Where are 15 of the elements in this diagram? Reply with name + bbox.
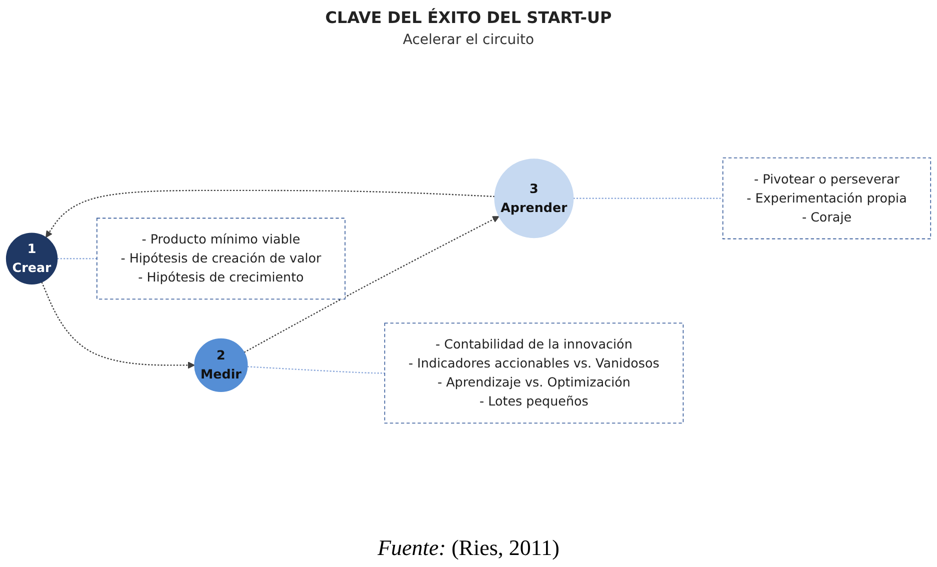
heading-text: CLAVE DEL ÉXITO DEL START-UP xyxy=(325,8,612,27)
node-circle: 2 Medir xyxy=(194,338,248,392)
arrow xyxy=(244,216,500,353)
connector xyxy=(247,366,385,374)
arrow xyxy=(41,282,195,369)
node-circle: 1 Crear xyxy=(6,232,58,284)
subtitle-text: Acelerar el circuito xyxy=(402,32,534,48)
node-box: - Producto mínimo viable - Hipótesis de creación de valor - Hipótesis de crecimiento xyxy=(96,218,346,300)
connector xyxy=(573,198,723,199)
node-box: - Contabilidad de la innovación - Indicadores accionables vs. Vanidosos - Aprendizaje vs. Optimización - Lotes pequeños xyxy=(384,322,684,424)
caption: Fuente: (Ries, 2011) xyxy=(378,535,560,560)
connector xyxy=(57,258,97,260)
arrow xyxy=(46,190,495,238)
node-circle: 3 Aprender xyxy=(494,158,574,238)
node-box: - Pivotear o perseverar - Experimentación propia - Coraje xyxy=(722,158,932,240)
